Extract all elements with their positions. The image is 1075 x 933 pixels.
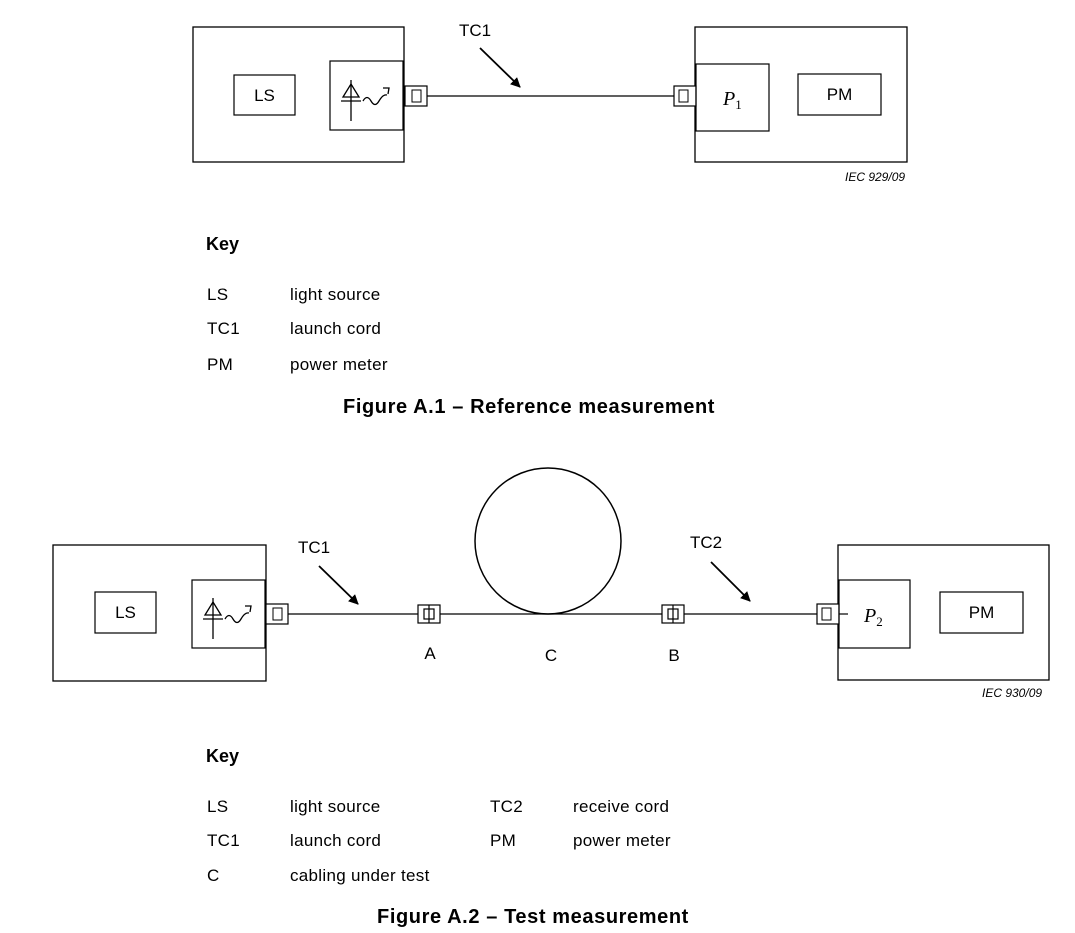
- point-a-label: A: [424, 644, 436, 663]
- key2-desc: launch cord: [290, 831, 382, 850]
- detector-box: [695, 63, 770, 132]
- point-c-label: C: [545, 646, 557, 665]
- key1-desc: power meter: [290, 355, 388, 374]
- key1-abbr: PM: [207, 355, 234, 374]
- light-source-box: [94, 591, 157, 634]
- key2-desc: light source: [290, 797, 381, 816]
- figure-a1-caption: Figure A.1 – Reference measurement: [343, 396, 716, 418]
- key1-abbr: TC1: [207, 319, 241, 338]
- tc1-pointer-arrow: [479, 47, 521, 88]
- point-b-label: B: [668, 646, 679, 665]
- figure-a1-diagram: LS TC1 P1 PM IEC 929/09: [192, 21, 908, 184]
- power-meter-box: [797, 73, 882, 116]
- source-connector-icon: [404, 85, 428, 107]
- key2-abbr: TC2: [490, 797, 524, 816]
- power-meter-box: [939, 591, 1024, 634]
- figure-a2-caption: Figure A.2 – Test measurement: [377, 906, 689, 928]
- meter-connector-icon: [816, 603, 840, 625]
- key1-abbr: LS: [207, 285, 229, 304]
- key1-title: Key: [206, 234, 240, 254]
- meter-connector-icon: [673, 85, 697, 107]
- led-emitter-icon: [203, 598, 252, 639]
- light-source-label: LS: [254, 86, 275, 105]
- emitter-box: [191, 579, 266, 649]
- key2-title: Key: [206, 746, 240, 766]
- source-unit-box: [192, 26, 405, 163]
- fiber-coil: [474, 467, 622, 615]
- light-source-label: LS: [115, 603, 136, 622]
- led-emitter-icon: [341, 80, 390, 121]
- tc1-label: TC1: [459, 21, 491, 40]
- p1-label: P1: [722, 88, 742, 112]
- key2-desc: cabling under test: [290, 866, 430, 885]
- key1-desc: launch cord: [290, 319, 382, 338]
- detector-box: [838, 579, 911, 649]
- power-meter-label: PM: [827, 85, 853, 104]
- key2-abbr: LS: [207, 797, 229, 816]
- key2-abbr: PM: [490, 831, 517, 850]
- figure-a2-diagram: LS TC1 A C B TC2 P2 PM IEC: [52, 467, 1050, 700]
- iec-ref-2: IEC 930/09: [982, 686, 1042, 700]
- emitter-box: [329, 60, 404, 131]
- key2-desc: power meter: [573, 831, 671, 850]
- adapter-a-icon: [417, 604, 441, 624]
- adapter-b-icon: [661, 604, 685, 624]
- power-meter-label: PM: [969, 603, 995, 622]
- light-source-box: [233, 74, 296, 116]
- key1-desc: light source: [290, 285, 381, 304]
- key2-abbr: TC1: [207, 831, 241, 850]
- tc2-label: TC2: [690, 533, 722, 552]
- tc2-pointer-arrow: [710, 561, 751, 602]
- key2-desc: receive cord: [573, 797, 670, 816]
- tc1-pointer-arrow: [318, 565, 359, 605]
- iec-ref-1: IEC 929/09: [845, 170, 905, 184]
- key2-abbr: C: [207, 866, 220, 885]
- source-unit-box: [52, 544, 267, 682]
- p2-label: P2: [863, 605, 883, 629]
- tc1-label: TC1: [298, 538, 330, 557]
- source-connector-icon: [265, 603, 289, 625]
